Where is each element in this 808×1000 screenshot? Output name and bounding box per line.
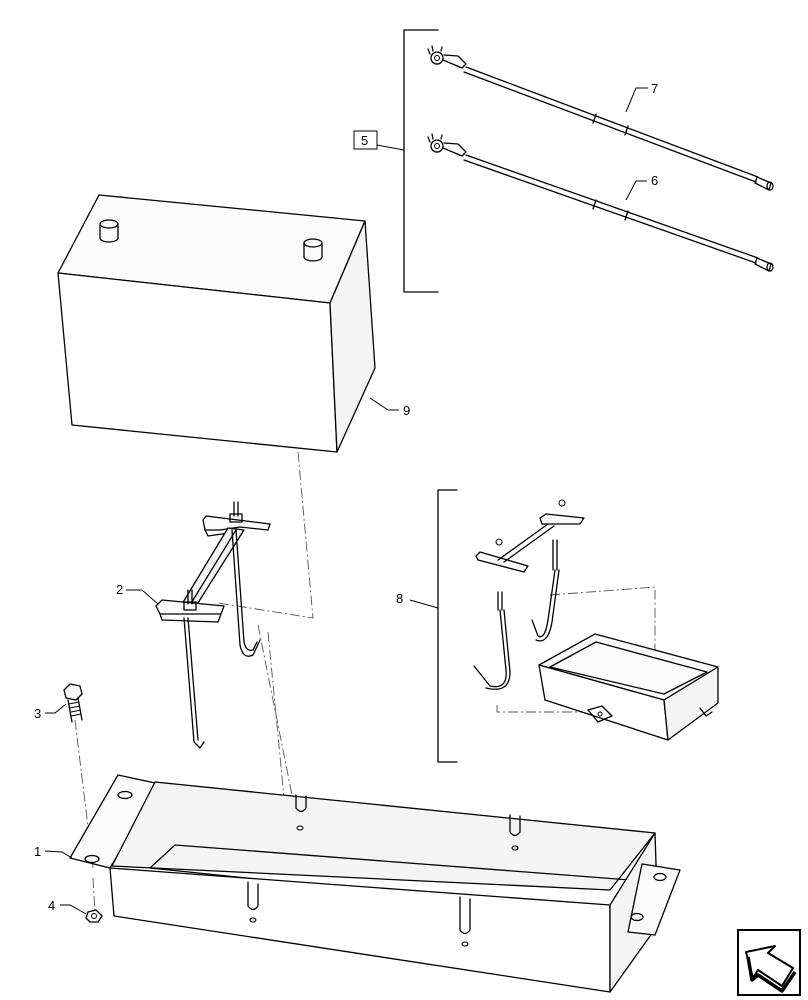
kit-hold-down-clamp [473, 499, 585, 690]
battery-cable-6 [427, 133, 774, 272]
battery-terminal-right [303, 238, 323, 262]
callout-1: 1 [34, 844, 41, 859]
battery [57, 194, 376, 453]
leader-lines [44, 87, 648, 915]
callout-4: 4 [48, 898, 55, 913]
callout-9: 9 [403, 403, 410, 418]
callout-5-box: 5 [353, 130, 378, 150]
kit-battery-tray [538, 633, 719, 741]
callout-5: 5 [361, 133, 368, 148]
hold-down-clamp [155, 501, 271, 749]
callout-labels: 1 2 3 4 5 6 7 8 9 [34, 81, 658, 913]
assembly-guide-lines [74, 451, 656, 913]
callout-3: 3 [34, 706, 41, 721]
callout-6: 6 [651, 173, 658, 188]
callout-8: 8 [396, 591, 403, 606]
return-arrow-icon[interactable] [737, 929, 801, 996]
battery-terminal-left [99, 219, 119, 243]
callout-7: 7 [651, 81, 658, 96]
battery-box [69, 774, 681, 993]
kit-bracket [409, 489, 458, 763]
bolt [63, 683, 83, 723]
nut [85, 909, 103, 923]
cable-bracket [376, 29, 439, 293]
battery-cable-7 [427, 45, 774, 191]
callout-2: 2 [116, 582, 123, 597]
